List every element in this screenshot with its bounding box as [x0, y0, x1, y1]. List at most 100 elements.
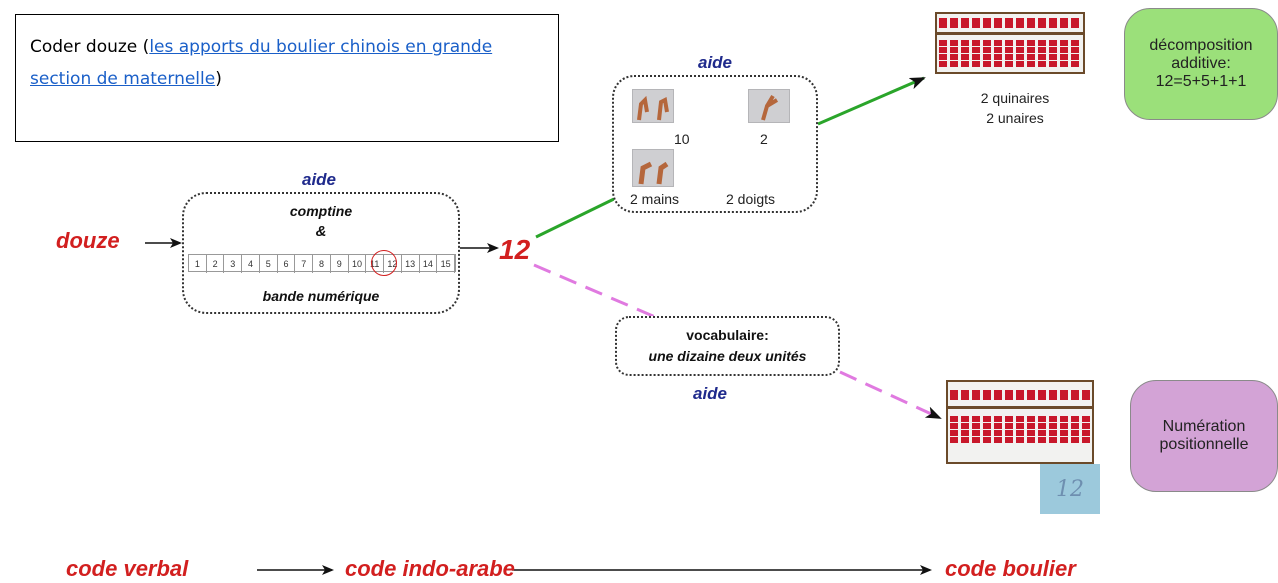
finger-icon	[761, 94, 779, 121]
abacus-bead	[950, 423, 958, 429]
abacus-bead	[1038, 430, 1046, 436]
abacus-bead	[1038, 54, 1046, 60]
abacus-bead	[961, 430, 969, 436]
abacus-bead	[1016, 423, 1024, 429]
abacus-bead	[1016, 390, 1024, 400]
strip-cell: 14	[420, 255, 438, 273]
abacus-bead	[1060, 61, 1068, 67]
abacus-bead	[1038, 437, 1046, 443]
abacus-bead	[1060, 18, 1068, 28]
title-suffix: )	[215, 69, 222, 89]
abacus-bead	[1005, 437, 1013, 443]
abacus-bead	[1027, 423, 1035, 429]
abacus-bead	[983, 18, 991, 28]
abacus-bead	[1071, 423, 1079, 429]
strip-cell: 5	[260, 255, 278, 273]
abacus-bead	[1016, 54, 1024, 60]
abacus-bead	[1016, 61, 1024, 67]
unaires-label: 2 unaires	[986, 110, 1044, 126]
abacus-bead	[961, 437, 969, 443]
abacus-bead	[1060, 430, 1068, 436]
abacus-bead	[1049, 54, 1057, 60]
abacus-bead	[939, 40, 947, 46]
abacus-bead	[1082, 390, 1090, 400]
abacus-bead	[1049, 423, 1057, 429]
abacus-bead	[1060, 54, 1068, 60]
code-verbal-label: code verbal	[66, 556, 189, 581]
vocab-line-2: une dizaine deux unités	[648, 348, 807, 364]
abacus-bead	[1027, 18, 1035, 28]
abacus-bead	[961, 61, 969, 67]
abacus-bead	[1049, 61, 1057, 67]
abacus-bead	[950, 40, 958, 46]
strip-cell: 9	[331, 255, 349, 273]
abacus-bead	[972, 430, 980, 436]
green-arrow-lower	[535, 196, 617, 239]
article-link[interactable]: les apports du boulier chinois en grande…	[30, 37, 493, 89]
abacus-bead	[1049, 416, 1057, 422]
abacus-bead	[1082, 430, 1090, 436]
abacus-bead	[961, 390, 969, 400]
abacus-bead	[1016, 18, 1024, 28]
abacus-bead	[994, 416, 1002, 422]
abacus-bead	[1071, 18, 1079, 28]
abacus-bead	[1027, 61, 1035, 67]
abacus-bead	[1038, 416, 1046, 422]
decomp-line-2: additive:	[1171, 55, 1231, 72]
abacus-bead	[1082, 423, 1090, 429]
abacus-bead	[950, 416, 958, 422]
abacus-bead	[994, 47, 1002, 53]
highlight-circle-12	[371, 250, 397, 276]
abacus-bead	[983, 430, 991, 436]
ampersand-label: &	[315, 223, 327, 240]
abacus-bead	[1082, 437, 1090, 443]
title-prefix: Coder douze (	[30, 37, 150, 57]
abacus-bead	[950, 437, 958, 443]
abacus-bead	[1049, 40, 1057, 46]
hands-box: 10 2 2 mains 2 doigts	[612, 75, 818, 213]
abacus-bead	[1005, 430, 1013, 436]
abacus-bead	[983, 40, 991, 46]
abacus-bead	[1027, 390, 1035, 400]
abacus-bead	[1016, 47, 1024, 53]
abacus-bead	[961, 18, 969, 28]
numeration-line-2: positionnelle	[1159, 436, 1249, 453]
abacus-bead	[1005, 54, 1013, 60]
abacus-bead	[983, 390, 991, 400]
abacus-bead	[972, 61, 980, 67]
abacus-bead	[1005, 61, 1013, 67]
abacus-bead	[1060, 437, 1068, 443]
title-box: Coder douze (les apports du boulier chin…	[15, 14, 559, 142]
abacus-bead	[961, 47, 969, 53]
abacus-bead	[972, 390, 980, 400]
abacus-bead	[1038, 18, 1046, 28]
abacus-bead	[972, 423, 980, 429]
abacus-bead	[1060, 390, 1068, 400]
label-2-mains: 2 mains	[630, 191, 680, 207]
abacus-bead	[1071, 47, 1079, 53]
abacus-bead	[1016, 430, 1024, 436]
label-2-doigts: 2 doigts	[726, 191, 776, 207]
abacus-bead	[961, 423, 969, 429]
abacus-bead	[983, 423, 991, 429]
abacus-bead	[994, 423, 1002, 429]
pink-dashed-arrow-upper	[839, 370, 942, 420]
abacus-bead	[1027, 40, 1035, 46]
abacus-bead	[1071, 430, 1079, 436]
strip-cell: 1	[189, 255, 207, 273]
abacus-bead	[983, 416, 991, 422]
abacus-top-beads	[937, 18, 1083, 67]
pink-dashed-arrow-lower	[533, 263, 661, 321]
abacus-bead	[972, 18, 980, 28]
abacus-bead	[972, 54, 980, 60]
abacus-bead	[1016, 40, 1024, 46]
abacus-bead	[1049, 18, 1057, 28]
strip-cell: 7	[295, 255, 314, 273]
abacus-bead	[950, 47, 958, 53]
abacus-bead	[950, 61, 958, 67]
abacus-bead	[1038, 40, 1046, 46]
abacus-top	[935, 12, 1085, 74]
strip-cell: 13	[402, 255, 420, 273]
